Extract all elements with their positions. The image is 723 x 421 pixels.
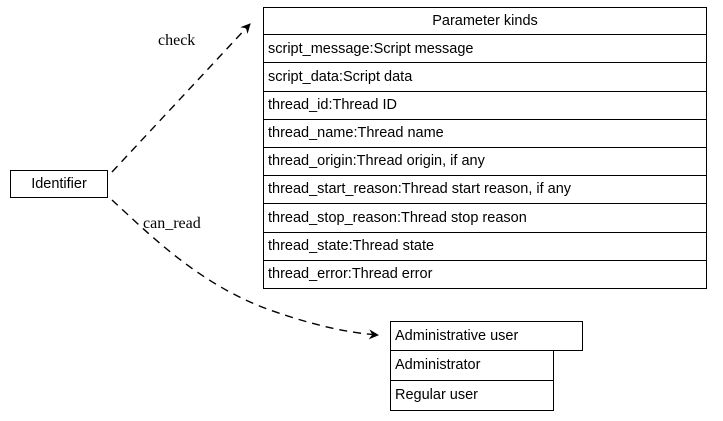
node-parameter-kinds-title: Parameter kinds [263,7,707,36]
node-parameter-kinds[interactable]: Parameter kinds script_message:Script me… [263,7,707,289]
node-parameter-kinds-row: script_message:Script message [263,35,707,64]
node-identifier-title: Identifier [10,170,108,198]
edge-label-check: check [158,32,196,49]
node-administrative-user-row: Regular user [390,381,554,411]
node-administrative-user[interactable]: Administrative user Administrator Regula… [390,321,583,411]
edge-label-can-read: can_read [143,215,201,232]
node-parameter-kinds-row: thread_state:Thread state [263,232,707,261]
node-parameter-kinds-row: thread_stop_reason:Thread stop reason [263,204,707,233]
node-parameter-kinds-row: thread_error:Thread error [263,260,707,289]
node-parameter-kinds-row: thread_name:Thread name [263,119,707,148]
node-parameter-kinds-row: thread_start_reason:Thread start reason,… [263,176,707,205]
node-identifier[interactable]: Identifier [10,170,108,198]
node-parameter-kinds-row: script_data:Script data [263,63,707,92]
node-parameter-kinds-row: thread_origin:Thread origin, if any [263,147,707,177]
node-parameter-kinds-row: thread_id:Thread ID [263,91,707,120]
node-administrative-user-row: Administrator [390,351,554,381]
node-administrative-user-title: Administrative user [390,321,583,351]
